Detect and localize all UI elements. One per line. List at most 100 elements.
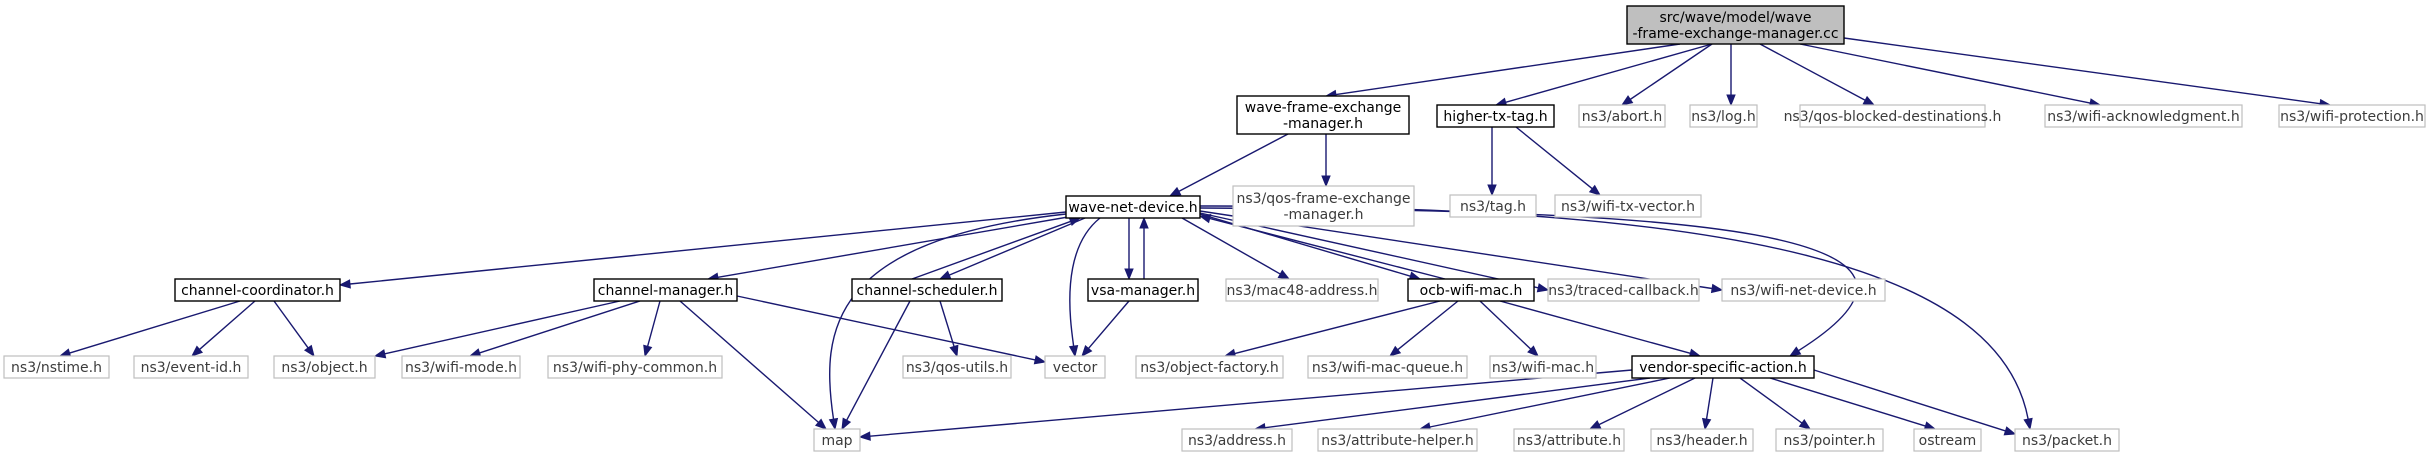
node-label: ns3/attribute.h	[1517, 433, 1621, 449]
node-ostream: ostream	[1913, 428, 1982, 452]
node-label: ns3/abort.h	[1582, 109, 1662, 125]
node-label: ns3/wifi-protection.h	[2280, 109, 2424, 125]
node-label: map	[821, 433, 852, 449]
edges-layer	[58, 37, 2332, 441]
edge-wnd-to-mac48	[1181, 217, 1291, 280]
node-ocb[interactable]: ocb-wifi-mac.h	[1407, 278, 1535, 302]
edge-arrowhead	[858, 431, 871, 441]
edge-cs-to-wnd	[911, 217, 1082, 280]
edge-wnd-to-pkt	[1199, 205, 2033, 431]
edge-line	[1069, 217, 1101, 347]
node-box	[547, 355, 723, 379]
node-label: ns3/wifi-tx-vector.h	[1561, 199, 1695, 215]
edge-line	[1209, 217, 1446, 280]
node-hdr: ns3/header.h	[1650, 428, 1754, 452]
node-box	[2014, 428, 2120, 452]
node-cm[interactable]: channel-manager.h	[593, 278, 738, 302]
edge-line	[1178, 133, 1289, 192]
node-label: -manager.h	[1283, 116, 1363, 132]
edge-arrowhead	[338, 279, 351, 289]
edge-arrowhead	[190, 345, 204, 357]
node-box	[1232, 185, 1415, 227]
node-box	[3, 355, 110, 379]
node-box	[1650, 428, 1754, 452]
edge-arrowhead	[949, 344, 959, 358]
node-tag: ns3/tag.h	[1449, 194, 1537, 218]
node-label: higher-tx-tag.h	[1443, 109, 1547, 125]
edge-cc-to-eid	[190, 300, 256, 357]
edge-line	[1181, 217, 1281, 275]
node-ah: ns3/attribute-helper.h	[1317, 428, 1478, 452]
node-label: -manager.h	[1283, 207, 1363, 223]
edge-line	[1515, 126, 1593, 190]
node-box	[1087, 278, 1199, 302]
node-label: ostream	[1919, 433, 1977, 449]
edge-arrowhead	[1788, 346, 1802, 357]
node-label: vendor-specific-action.h	[1639, 360, 1807, 376]
edge-line	[349, 211, 1067, 285]
edge-cm-to-wmode	[468, 300, 641, 358]
node-label: ns3/wifi-mac.h	[1492, 360, 1594, 376]
node-box	[2278, 104, 2426, 128]
node-box	[1236, 95, 1410, 135]
node-mac48: ns3/mac48-address.h	[1225, 278, 1379, 302]
node-wnetd: ns3/wifi-net-device.h	[1721, 278, 1886, 302]
node-label: ns3/wifi-mode.h	[405, 360, 517, 376]
node-box	[1513, 428, 1625, 452]
node-label: ns3/tag.h	[1460, 199, 1526, 215]
edge-arrowhead	[303, 344, 315, 358]
node-vsa[interactable]: vsa-manager.h	[1087, 278, 1199, 302]
edge-arrowhead	[1726, 94, 1736, 107]
node-box	[1135, 355, 1284, 379]
node-wnd[interactable]: wave-net-device.h	[1065, 195, 1201, 219]
edge-arrowhead	[1798, 418, 1812, 430]
node-label: ns3/object.h	[281, 360, 367, 376]
edge-line	[1705, 377, 1714, 420]
node-label: channel-scheduler.h	[857, 283, 998, 299]
node-htt[interactable]: higher-tx-tag.h	[1436, 104, 1555, 128]
node-cc[interactable]: channel-coordinator.h	[174, 278, 341, 302]
node-cs[interactable]: channel-scheduler.h	[851, 278, 1003, 302]
node-wpc: ns3/wifi-phy-common.h	[547, 355, 723, 379]
node-box	[1317, 428, 1478, 452]
node-tcb: ns3/traced-callback.h	[1547, 278, 1700, 302]
node-label: vsa-manager.h	[1091, 283, 1195, 299]
edge-arrowhead	[2003, 426, 2017, 436]
edge-arrowhead	[814, 418, 828, 430]
node-wfem[interactable]: wave-frame-exchange-manager.h	[1236, 95, 1410, 135]
node-box	[1631, 355, 1815, 379]
edge-arrowhead	[1588, 184, 1602, 196]
node-box	[1721, 278, 1886, 302]
edge-cs-to-qu	[939, 300, 959, 358]
node-root[interactable]: src/wave/model/wave-frame-exchange-manag…	[1626, 5, 1845, 45]
edge-arrowhead	[1124, 268, 1134, 281]
edge-wnd-to-cs	[938, 217, 1086, 280]
node-nstime: ns3/nstime.h	[3, 355, 110, 379]
edge-cc-to-nstime	[58, 300, 241, 358]
edge-line	[736, 295, 1036, 361]
node-label: src/wave/model/wave	[1659, 10, 1811, 26]
node-qbd: ns3/qos-blocked-destinations.h	[1784, 104, 2001, 128]
node-box	[1436, 104, 1555, 128]
node-label: ocb-wifi-mac.h	[1420, 283, 1523, 299]
edge-vsact-to-ostream	[1769, 377, 1937, 431]
node-box	[1225, 278, 1379, 302]
edge-wnd-to-vsa	[1124, 217, 1134, 281]
node-box	[902, 355, 1012, 379]
edge-arrowhead	[828, 417, 839, 431]
edge-root-to-wprot	[1843, 37, 2332, 109]
edge-vsact-to-attr	[1588, 377, 1696, 430]
node-obj: ns3/object.h	[273, 355, 376, 379]
node-label: channel-coordinator.h	[181, 283, 334, 299]
edge-line	[646, 300, 661, 347]
edge-arrowhead	[1487, 184, 1497, 197]
edge-line	[846, 300, 911, 421]
node-box	[133, 355, 249, 379]
node-box	[1065, 195, 1201, 219]
edge-line	[1234, 300, 1441, 355]
edge-vsact-to-hdr	[1701, 377, 1714, 431]
node-pkt: ns3/packet.h	[2014, 428, 2120, 452]
node-label: ns3/wifi-phy-common.h	[553, 360, 717, 376]
node-vsact[interactable]: vendor-specific-action.h	[1631, 355, 1815, 379]
